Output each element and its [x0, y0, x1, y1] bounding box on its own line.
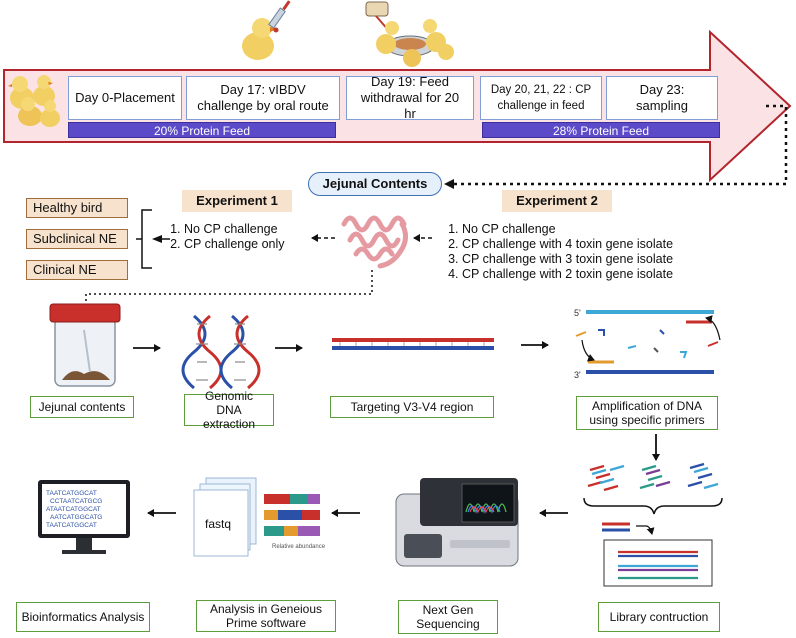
svg-text:CCTAATCATGCG: CCTAATCATGCG [50, 498, 102, 505]
outcome-healthy-bird: Healthy bird [26, 198, 128, 218]
timeline-step-label: Day 17: vIBDV challenge by oral route [197, 82, 329, 113]
chick-oral-dose-icon [242, 0, 291, 60]
timeline-step-day23: Day 23: sampling [606, 76, 718, 120]
step-next-gen-sequencing: Next Gen Sequencing [398, 600, 498, 634]
outcome-clinical-ne: Clinical NE [26, 260, 128, 280]
specimen-jar-icon [49, 303, 121, 387]
library-bracket [583, 497, 723, 515]
experiment2-item: CP challenge with 4 toxin gene isolate [462, 237, 714, 252]
step-amplification: Amplification of DNA using specific prim… [576, 396, 718, 430]
step-jejunal-contents: Jejunal contents [30, 396, 134, 418]
feed-bar-20-protein: 20% Protein Feed [68, 122, 336, 138]
step-bioinformatics: Bioinformatics Analysis [16, 602, 150, 632]
pcr-amplification-icon: 5' 3' [574, 308, 721, 380]
timeline-step-label: Day 20, 21, 22 : CP challenge in feed [490, 84, 592, 112]
monitor-icon: TAATCATGGCAT CCTAATCATGCG ATAATCATGGCAT … [38, 480, 130, 554]
timeline-step-day20-22: Day 20, 21, 22 : CP challenge in feed [480, 76, 602, 120]
svg-text:ATAATCATGGCAT: ATAATCATGGCAT [46, 506, 101, 513]
timeline-step-day0: Day 0-Placement [68, 76, 182, 120]
experiment2-item: CP challenge with 3 toxin gene isolate [462, 252, 714, 267]
svg-text:TAATCATGGCAT: TAATCATGGCAT [46, 522, 97, 529]
fastq-label: fastq [205, 517, 231, 531]
timeline-step-day17: Day 17: vIBDV challenge by oral route [186, 76, 340, 120]
experiment1-list: No CP challenge CP challenge only [166, 222, 316, 252]
connector-intestine-to-jar [85, 270, 373, 302]
step-genomic-dna-extraction: Genomic DNA extraction [184, 389, 274, 431]
experiment2-title: Experiment 2 [502, 190, 612, 212]
exp1-bracket [136, 209, 152, 269]
amplicons-icon [587, 462, 719, 492]
svg-text:AATCATGGCATG: AATCATGGCATG [50, 514, 102, 521]
dna-helix-icon [181, 314, 261, 390]
step-library-construction: Library contruction [598, 602, 720, 632]
svg-text:TAATCATGGCAT: TAATCATGGCAT [46, 490, 97, 497]
connector-arrow-to-jejunal [453, 104, 788, 186]
experiment2-item: No CP challenge [462, 222, 714, 237]
experiment1-item: CP challenge only [184, 237, 316, 252]
timeline-step-label: Day 23: sampling [635, 82, 689, 113]
adapter-ligation-icon [602, 522, 655, 535]
intestine-icon [341, 215, 408, 269]
experiment2-item: CP challenge with 2 toxin gene isolate [462, 267, 714, 282]
chicks-icon [8, 75, 60, 127]
relative-abundance-bars [264, 494, 320, 536]
outcome-subclinical-ne: Subclinical NE [26, 229, 128, 249]
experiment1-item: No CP challenge [184, 222, 316, 237]
three-prime-label: 3' [574, 370, 581, 380]
relative-abundance-label: Relative abundance [272, 544, 326, 550]
sequencer-icon [395, 478, 519, 567]
timeline-step-label: Day 0-Placement [75, 90, 175, 105]
jejunal-contents-node: Jejunal Contents [308, 172, 442, 196]
experiment1-title: Experiment 1 [182, 190, 292, 212]
geneious-report-icon: fastq Relative abundance [193, 477, 326, 557]
five-prime-label: 5' [574, 308, 581, 318]
timeline-step-label: Day 19: Feed withdrawal for 20 hr [360, 74, 460, 121]
timeline-step-day19: Day 19: Feed withdrawal for 20 hr [346, 74, 474, 121]
feed-bar-28-protein: 28% Protein Feed [482, 122, 720, 138]
step-targeting-v3v4: Targeting V3-V4 region [330, 396, 494, 418]
chicks-feeder-icon [365, 1, 454, 67]
step-geneious: Analysis in Geneious Prime software [196, 600, 336, 632]
v3v4-strand-icon [332, 338, 494, 350]
library-fragments-icon [618, 550, 698, 580]
experiment2-list: No CP challenge CP challenge with 4 toxi… [444, 222, 714, 282]
